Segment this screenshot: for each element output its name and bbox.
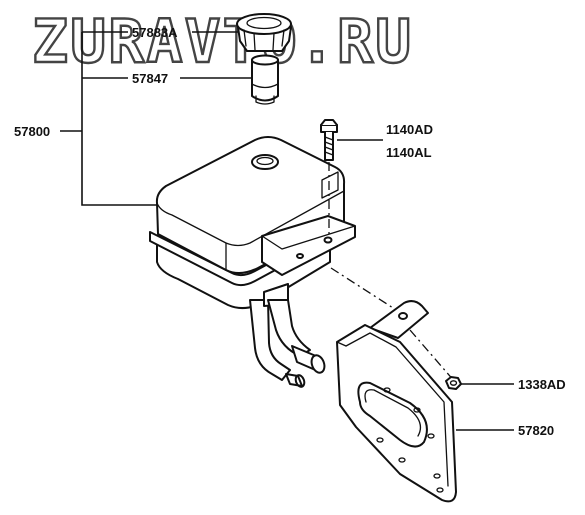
callout-labels: 57800 57883A 57847 1140AD 1140AL 1338AD … [14,25,566,438]
watermark: ZURAVTO.RU [32,7,413,77]
filler-neck [251,54,279,105]
label-nut: 1338AD [518,377,566,392]
label-reservoir-assembly: 57800 [14,124,50,139]
alignment-lines [328,162,456,383]
label-bolt-a: 1140AD [386,122,433,137]
label-filler-cap: 57883A [132,25,178,40]
label-filler-neck: 57847 [132,71,168,86]
mounting-bracket [336,300,457,503]
filler-cap [236,13,292,52]
outlet-hose [249,283,326,388]
leader-lines [60,31,514,431]
label-bolt-b: 1140AL [386,145,432,160]
bolt [320,119,338,161]
tank-mounting-ear [261,215,356,276]
label-bracket: 57820 [518,423,554,438]
nut [445,376,462,390]
